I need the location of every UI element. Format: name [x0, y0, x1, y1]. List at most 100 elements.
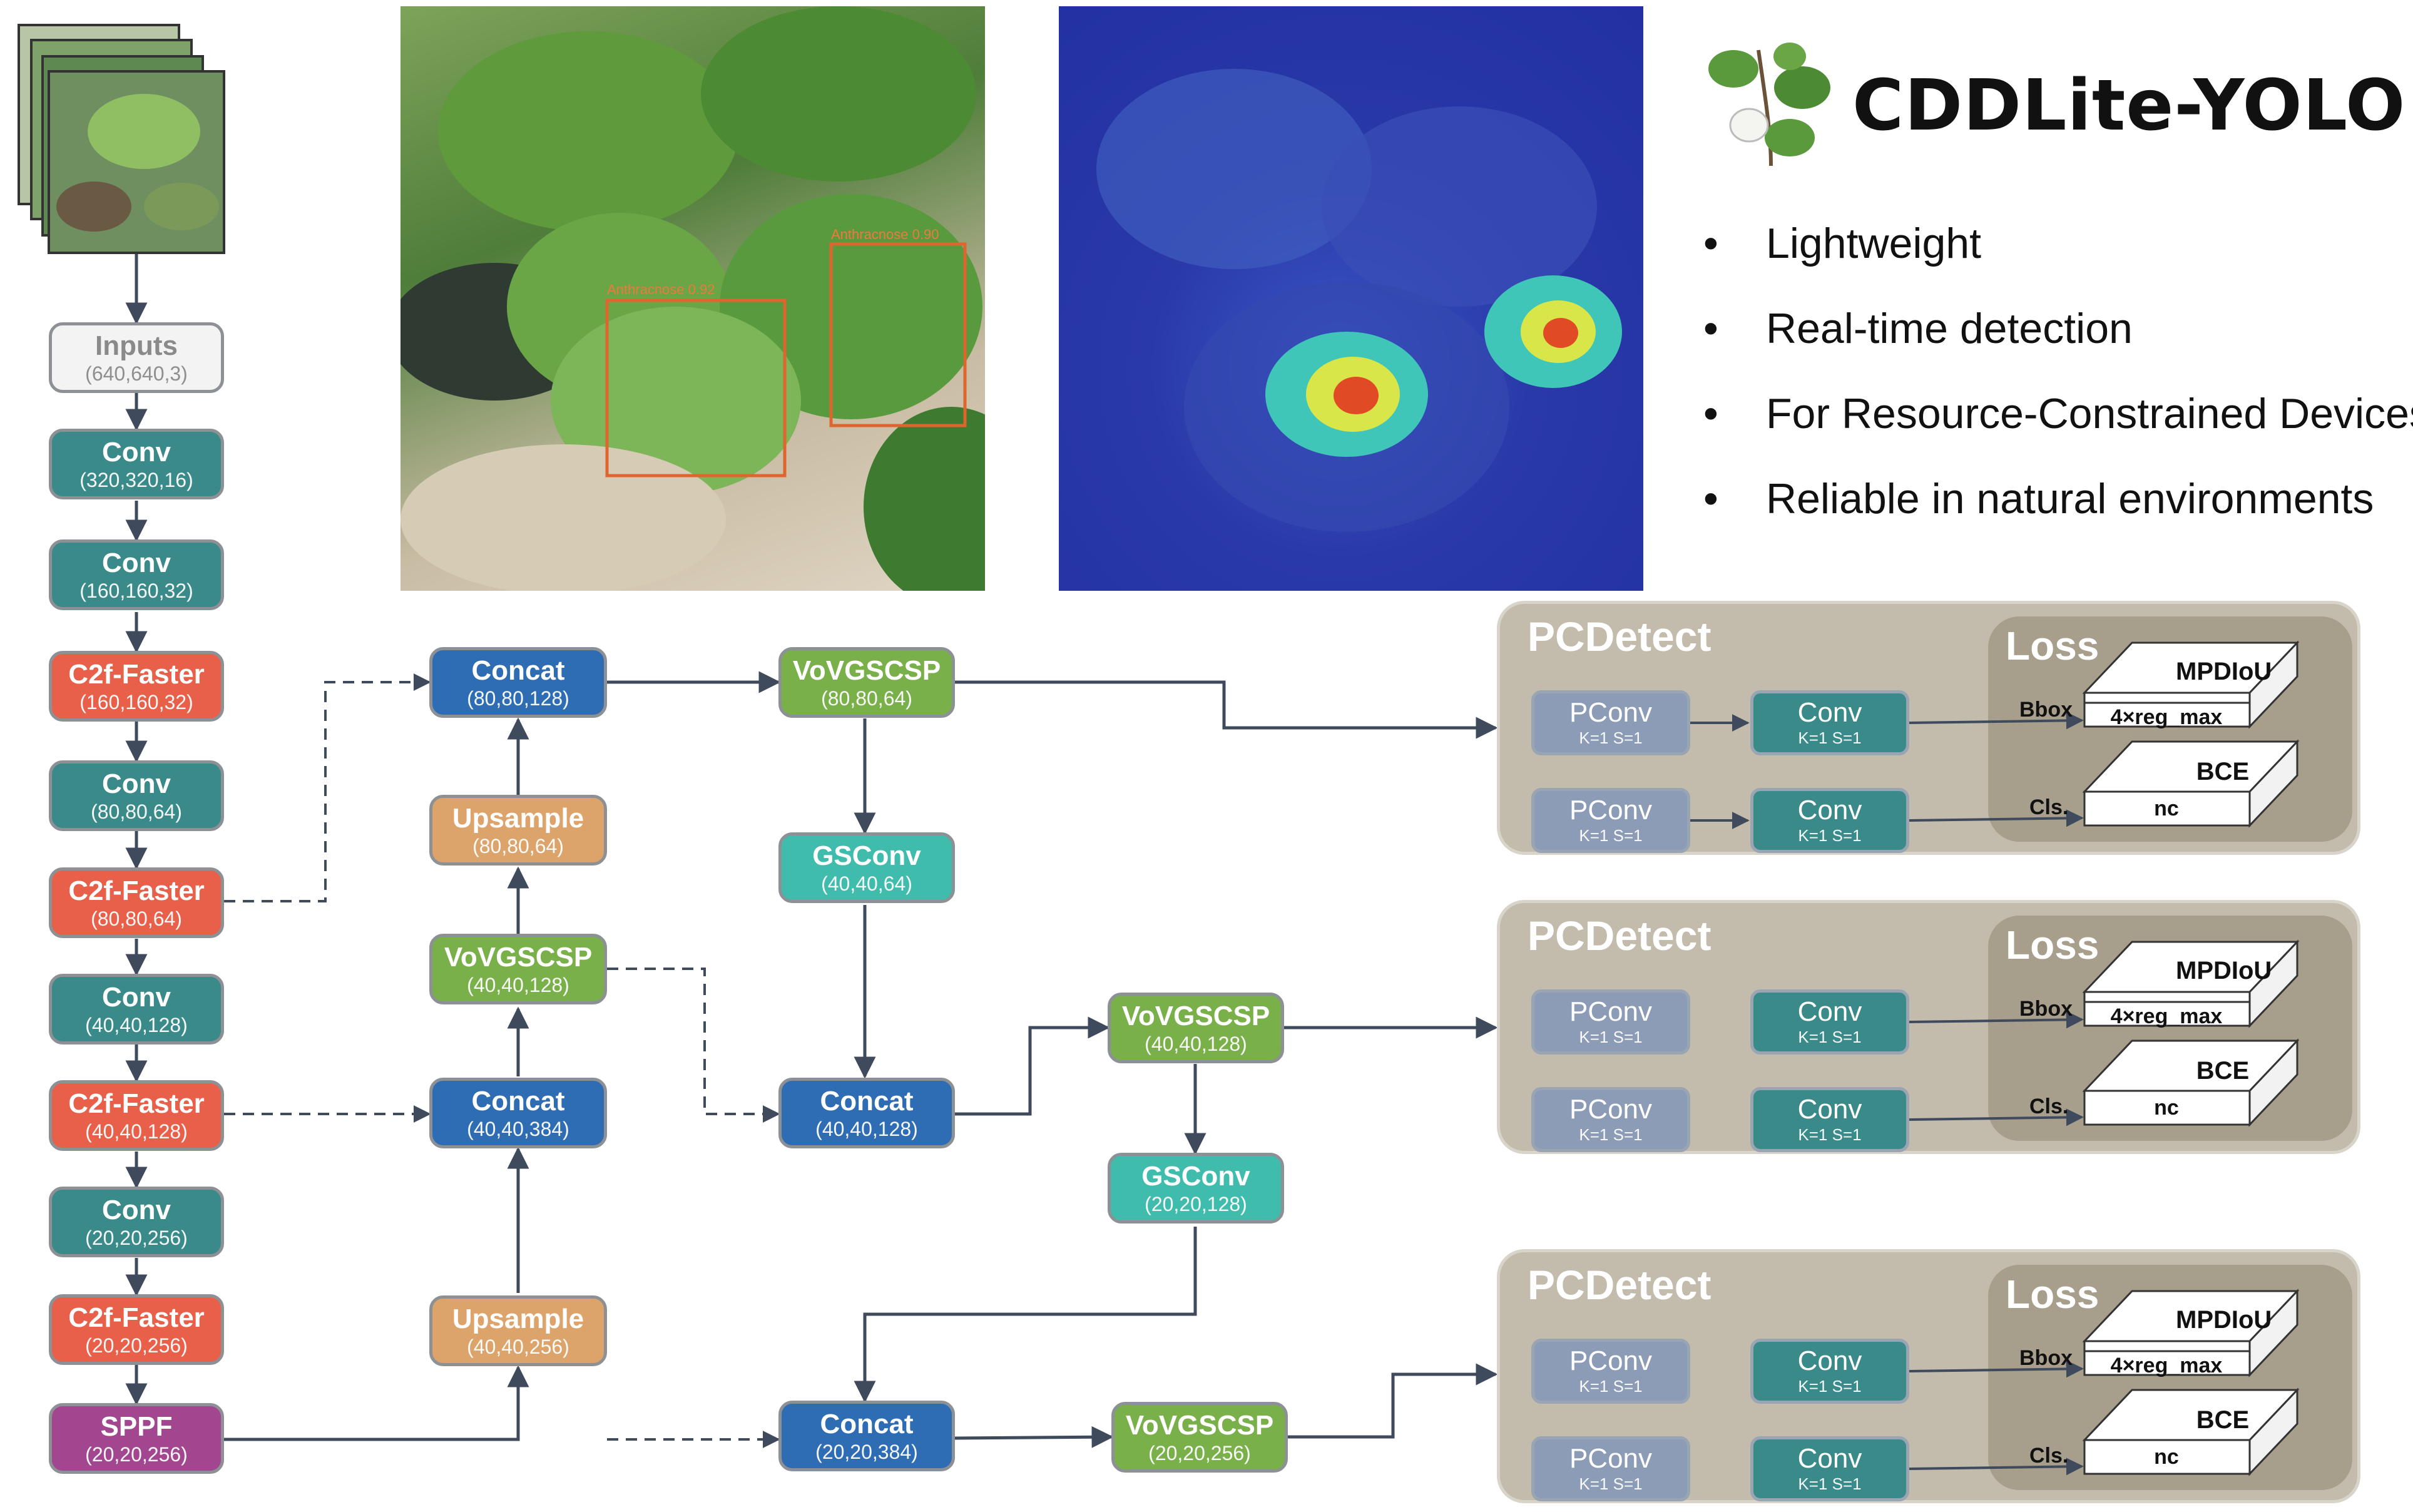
block-params: K=1 S=1 [1579, 1125, 1643, 1144]
pcdetect-panel: PCDetect Loss PConv K=1 S=1 Conv K=1 S=1… [1497, 1249, 2360, 1503]
bce-label: BCE [2196, 1406, 2250, 1434]
c2f-faster-block: C2f-Faster (20,20,256) [49, 1294, 224, 1365]
block-title: Conv [102, 981, 171, 1013]
block-shape: (20,20,128) [1145, 1192, 1247, 1215]
conv-block: Conv (20,20,256) [49, 1187, 224, 1257]
block-title: Upsample [452, 802, 584, 834]
block-shape: (20,20,256) [85, 1226, 188, 1249]
heatmap-image [1059, 6, 1643, 591]
detection-label-2: Anthracnose 0.90 [831, 227, 939, 242]
block-shape: (40,40,256) [467, 1335, 569, 1358]
block-shape: (80,80,64) [91, 800, 182, 823]
inputs-block: Inputs (640,640,3) [49, 322, 224, 393]
block-params: K=1 S=1 [1798, 826, 1862, 845]
block-title: Concat [820, 1408, 914, 1439]
nc-label: nc [2154, 1445, 2179, 1469]
block-title: Conv [1797, 795, 1862, 825]
block-shape: (20,20,256) [85, 1334, 188, 1357]
block-title: Concat [820, 1085, 914, 1116]
block-title: VoVGSCSP [444, 941, 593, 973]
bbox-label: Bbox [2019, 1346, 2073, 1370]
reg-max-label: 4×reg_max [2110, 705, 2223, 729]
block-params: K=1 S=1 [1579, 1377, 1643, 1396]
upsample-block: Upsample (80,80,64) [429, 795, 607, 866]
head-connectors [1909, 1289, 2300, 1476]
loss-title: Loss [2006, 1272, 2099, 1317]
block-title: Inputs [95, 330, 178, 361]
loss-title: Loss [2006, 922, 2099, 968]
block-title: Conv [1797, 1443, 1862, 1474]
block-title: Conv [102, 1194, 171, 1225]
mpdiou-label: MPDIoU [2176, 957, 2272, 984]
bce-label: BCE [2196, 758, 2250, 785]
vovgscsp-block: VoVGSCSP (80,80,64) [778, 647, 955, 718]
nc-label: nc [2154, 797, 2179, 820]
block-shape: (320,320,16) [79, 468, 193, 491]
block-title: PConv [1569, 1346, 1653, 1376]
block-shape: (80,80,64) [91, 907, 182, 930]
c2f-faster-block: C2f-Faster (40,40,128) [49, 1080, 224, 1151]
block-params: K=1 S=1 [1798, 728, 1862, 747]
head-connectors [1690, 640, 2300, 829]
block-title: Upsample [452, 1303, 584, 1334]
gsconv-block: GSConv (40,40,64) [778, 832, 955, 903]
pcdetect-title: PCDetect [1528, 613, 1712, 660]
gradcam-heatmap [1096, 69, 1622, 532]
conv-block: Conv K=1 S=1 [1750, 788, 1909, 853]
pconv-block: PConv K=1 S=1 [1531, 1339, 1690, 1404]
block-title: GSConv [812, 840, 921, 871]
block-params: K=1 S=1 [1798, 1028, 1862, 1046]
concat-block: Concat (40,40,128) [778, 1078, 955, 1148]
cls-label: Cls. [2029, 1444, 2069, 1468]
feature-text: Real-time detection [1766, 305, 2133, 352]
brand-title: CDDLite-YOLO [1852, 65, 2406, 146]
gsconv-block: GSConv (20,20,128) [1108, 1153, 1284, 1223]
block-params: K=1 S=1 [1798, 1377, 1862, 1396]
block-title: Concat [471, 655, 565, 686]
detection-label-1: Anthracnose 0.92 [607, 282, 715, 297]
bbox-label: Bbox [2019, 997, 2073, 1021]
block-shape: (20,20,256) [85, 1443, 188, 1466]
block-params: K=1 S=1 [1579, 728, 1643, 747]
block-title: Concat [471, 1085, 565, 1116]
block-title: Conv [102, 547, 171, 578]
block-params: K=1 S=1 [1798, 1125, 1862, 1144]
cls-label: Cls. [2029, 795, 2069, 819]
pcdetect-title: PCDetect [1528, 912, 1712, 959]
pconv-block: PConv K=1 S=1 [1531, 690, 1690, 755]
block-shape: (160,160,32) [79, 579, 193, 602]
input-stack-icon [18, 24, 225, 254]
pcdetect-panel: PCDetect Loss PConv K=1 S=1 Conv K=1 S=1… [1497, 900, 2360, 1154]
vovgscsp-block: VoVGSCSP (40,40,128) [429, 934, 607, 1004]
block-title: SPPF [100, 1411, 173, 1442]
c2f-faster-block: C2f-Faster (160,160,32) [49, 651, 224, 722]
concat-block: Concat (80,80,128) [429, 647, 607, 718]
vovgscsp-block: VoVGSCSP (20,20,256) [1111, 1402, 1288, 1473]
pcdetect-title: PCDetect [1528, 1262, 1712, 1308]
c2f-faster-block: C2f-Faster (80,80,64) [49, 867, 224, 938]
conv-block: Conv K=1 S=1 [1750, 989, 1909, 1055]
block-title: C2f-Faster [68, 1088, 205, 1119]
conv-block: Conv K=1 S=1 [1750, 1087, 1909, 1152]
pconv-block: PConv K=1 S=1 [1531, 989, 1690, 1055]
mpdiou-label: MPDIoU [2176, 658, 2272, 685]
block-title: C2f-Faster [68, 875, 205, 906]
upsample-block: Upsample (40,40,256) [429, 1295, 607, 1366]
block-shape: (20,20,384) [815, 1440, 918, 1463]
pconv-block: PConv K=1 S=1 [1531, 1436, 1690, 1501]
cotton-plant-logo [1696, 31, 1840, 169]
cotton-leaves-illustration [400, 6, 985, 591]
block-title: Conv [102, 768, 171, 799]
nc-label: nc [2154, 1096, 2179, 1120]
block-shape: (40,40,384) [467, 1117, 569, 1140]
feature-text: Reliable in natural environments [1766, 475, 2374, 523]
conv-block: Conv K=1 S=1 [1750, 690, 1909, 755]
block-shape: (40,40,128) [85, 1013, 188, 1036]
reg-max-label: 4×reg_max [2110, 1004, 2223, 1028]
block-shape: (40,40,128) [1145, 1032, 1247, 1055]
conv-block: Conv (320,320,16) [49, 429, 224, 499]
block-title: Conv [1797, 697, 1862, 728]
block-shape: (80,80,64) [472, 834, 564, 857]
block-title: VoVGSCSP [1121, 1000, 1270, 1031]
block-params: K=1 S=1 [1798, 1474, 1862, 1493]
